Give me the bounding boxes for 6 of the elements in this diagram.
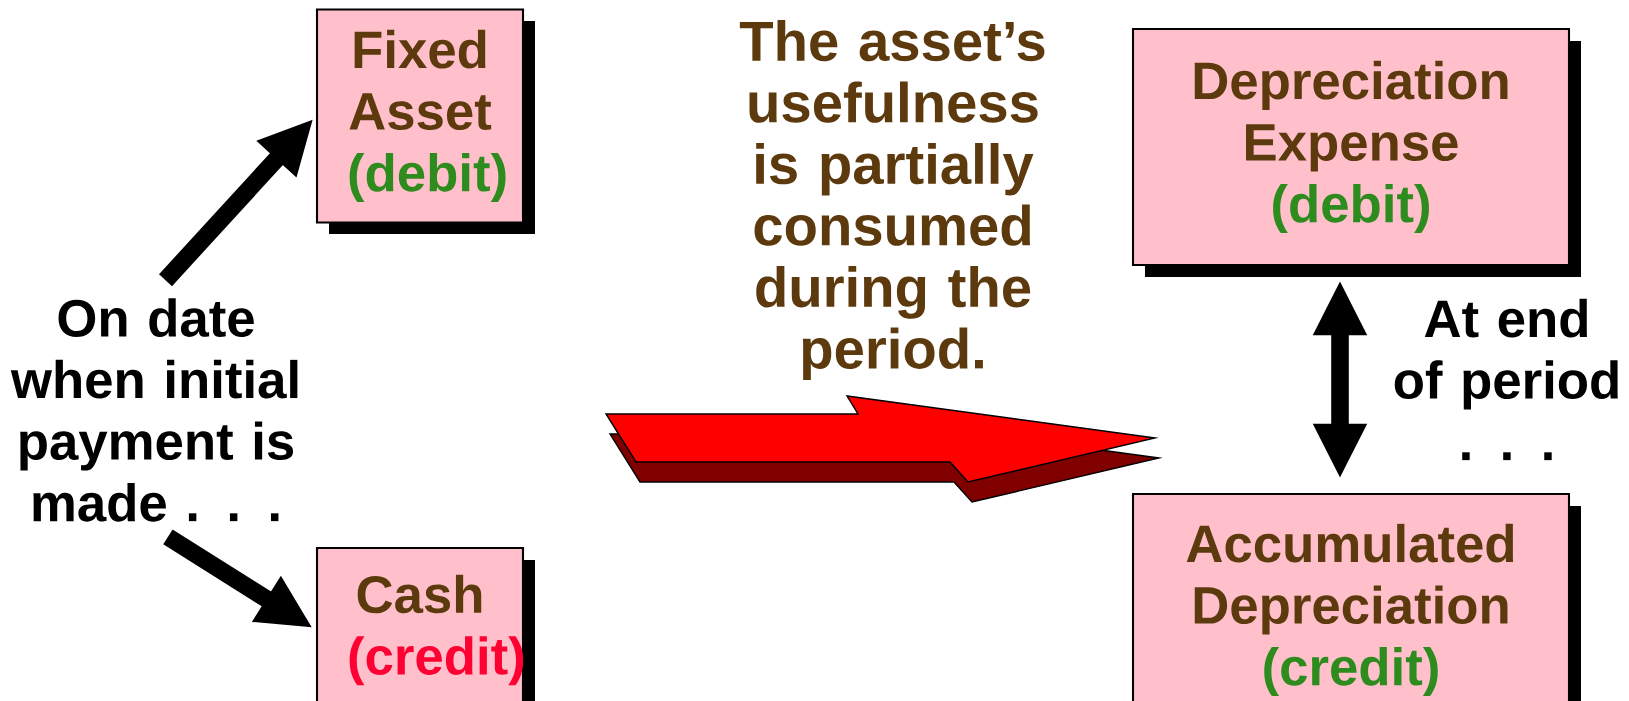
account-box: Fixed Asset (debit) [315, 8, 535, 234]
edge-label: At end of period . . . [1394, 298, 1618, 461]
note-text: On date when initial payment is made . . . [10, 298, 298, 522]
account-box: Depreciation Expense (debit) [1131, 27, 1581, 277]
note-text: The asset’s usefulness is partially consumed during the period. [739, 19, 1045, 381]
account-box: Accumulated Depreciation (credit) [1131, 492, 1581, 701]
